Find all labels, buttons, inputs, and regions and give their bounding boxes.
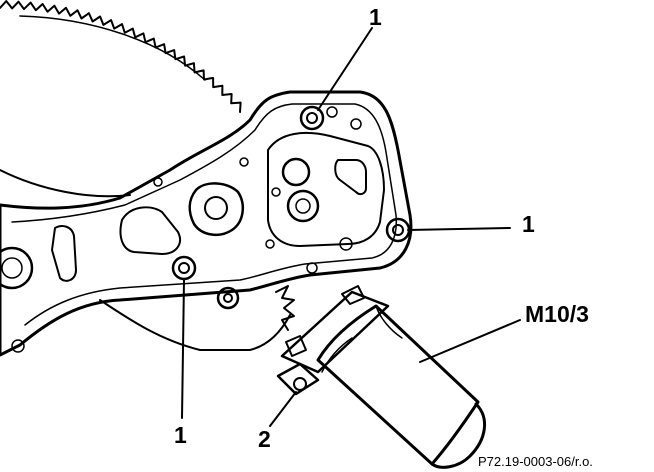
sector-gear: [0, 0, 242, 113]
leader-lines: [181, 27, 521, 427]
regulator-arm: [0, 90, 413, 357]
screw-top: [299, 105, 325, 131]
callout-screw-bottom: 1: [174, 422, 187, 448]
figure-reference-code: P72.19-0003-06/r.o.: [478, 454, 593, 469]
pinion-teeth: [275, 285, 295, 331]
motor-m10-3: [276, 285, 487, 469]
screw-right: [385, 217, 411, 243]
callout-motor: M10/3: [525, 301, 589, 327]
screw-bottom: [171, 255, 197, 281]
callout-screw-top: 1: [369, 4, 382, 30]
callout-part-2: 2: [258, 426, 271, 452]
pinion-bolt: [216, 286, 240, 310]
callout-screw-right: 1: [522, 211, 535, 237]
gear-segment-outline: [0, 169, 131, 198]
